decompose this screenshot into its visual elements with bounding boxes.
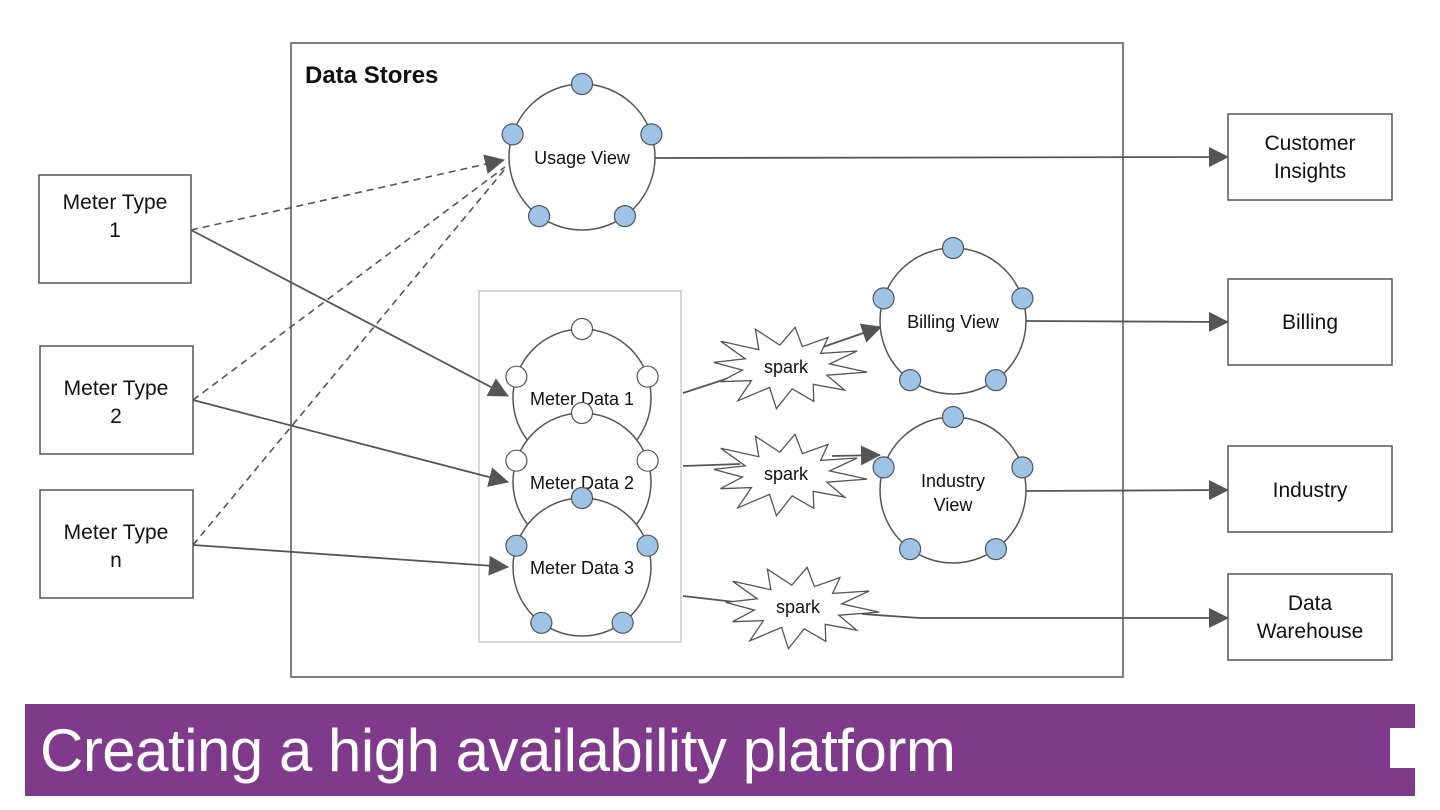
- replica-node: [527, 205, 551, 228]
- sink-label-line1: Industry: [1273, 479, 1348, 502]
- replica-node: [872, 456, 895, 479]
- spark-label: spark: [764, 357, 809, 377]
- processor-spark3[interactable]: spark: [725, 566, 880, 651]
- edge-mt2-md2: [192, 399, 509, 487]
- store-label: Industry: [921, 471, 985, 491]
- edge-spark1-billing: [819, 323, 882, 349]
- edge-usage-ci: [654, 147, 1229, 168]
- sink-label-line2: Insights: [1274, 160, 1346, 183]
- source-label-line2: 2: [110, 405, 122, 428]
- sink-label-line1: Data: [1288, 592, 1333, 615]
- replica-node: [505, 449, 528, 472]
- sink-label-line1: Billing: [1282, 311, 1338, 334]
- replica-node: [530, 611, 553, 634]
- replica-node: [898, 369, 922, 392]
- replica-node: [636, 534, 659, 557]
- architecture-diagram: Data Stores Meter Type 1 Meter Type 2: [38, 42, 1393, 678]
- edge-mt1-usage: [190, 154, 505, 231]
- sink-industry[interactable]: Industry: [1227, 445, 1393, 533]
- processor-spark2[interactable]: spark: [713, 433, 868, 518]
- edge-mt2-usage: [192, 166, 506, 401]
- edges: [190, 147, 1229, 628]
- source-label-line2: n: [110, 549, 122, 572]
- sink-billing[interactable]: Billing: [1227, 278, 1393, 366]
- replica-node: [501, 123, 524, 146]
- processor-spark1[interactable]: spark: [713, 326, 868, 411]
- replica-node: [570, 72, 594, 96]
- replica-node: [984, 537, 1008, 561]
- spark-label: spark: [764, 464, 809, 484]
- source-label-line1: Meter Type: [64, 377, 169, 400]
- store-label: Usage View: [534, 148, 631, 168]
- title-banner: [25, 704, 1415, 796]
- source-meter-type-1[interactable]: Meter Type 1: [38, 174, 192, 284]
- replica-node: [640, 123, 663, 146]
- replica-node: [1011, 287, 1034, 310]
- source-meter-type-2[interactable]: Meter Type 2: [39, 345, 194, 455]
- edge-md3-spark3: [682, 595, 736, 603]
- replica-node: [570, 317, 594, 341]
- sink-data-warehouse[interactable]: Data Warehouse: [1227, 573, 1393, 661]
- edge-spark2-industry: [831, 445, 881, 466]
- slide-title: Creating a high availability platform: [40, 717, 956, 784]
- replica-node: [941, 405, 965, 429]
- store-label: Meter Data 2: [530, 473, 634, 493]
- spark-burst-shape: [725, 566, 880, 651]
- data-stores-label: Data Stores: [305, 62, 438, 89]
- source-meter-type-n[interactable]: Meter Type n: [39, 489, 194, 599]
- spark-burst-shape: [713, 326, 868, 411]
- replica-node: [636, 449, 659, 472]
- edge-mt1-md1: [190, 229, 509, 397]
- store-label: Meter Data 1: [530, 389, 634, 409]
- sink-label-line2: Warehouse: [1257, 620, 1364, 643]
- sink-label-line1: Customer: [1264, 132, 1355, 155]
- store-usage[interactable]: Usage View: [501, 72, 663, 231]
- replica-node: [611, 611, 634, 634]
- edge-industry-ind: [1025, 480, 1229, 501]
- edge-md2-spark2: [682, 463, 741, 467]
- source-label-line2: 1: [109, 219, 121, 242]
- spark-label: spark: [776, 597, 821, 617]
- edge-spark3-dw: [861, 608, 1229, 628]
- replica-node: [505, 365, 528, 388]
- replica-node: [570, 486, 594, 510]
- replica-node: [505, 534, 528, 557]
- replica-node: [898, 537, 922, 561]
- source-label-line1: Meter Type: [64, 521, 169, 544]
- replica-node: [636, 365, 659, 388]
- edge-mtn-md3: [192, 544, 509, 576]
- store-label: Billing View: [907, 312, 1000, 332]
- edge-mtn-usage: [192, 168, 506, 546]
- replica-node: [613, 205, 637, 228]
- replica-node: [570, 401, 594, 425]
- replica-node: [1011, 456, 1034, 479]
- store-md3[interactable]: Meter Data 3: [505, 486, 659, 637]
- source-label-line1: Meter Type: [63, 191, 168, 214]
- edge-billing-bill: [1025, 311, 1229, 332]
- store-label: Meter Data 3: [530, 558, 634, 578]
- store-label-line2: View: [934, 495, 974, 515]
- store-billing[interactable]: Billing View: [872, 236, 1034, 395]
- replica-node: [941, 236, 965, 260]
- banner-notch: [1390, 728, 1416, 768]
- sink-customer-insights[interactable]: Customer Insights: [1227, 113, 1393, 201]
- replica-node: [872, 287, 895, 310]
- spark-burst-shape: [713, 433, 868, 518]
- replica-node: [984, 369, 1008, 392]
